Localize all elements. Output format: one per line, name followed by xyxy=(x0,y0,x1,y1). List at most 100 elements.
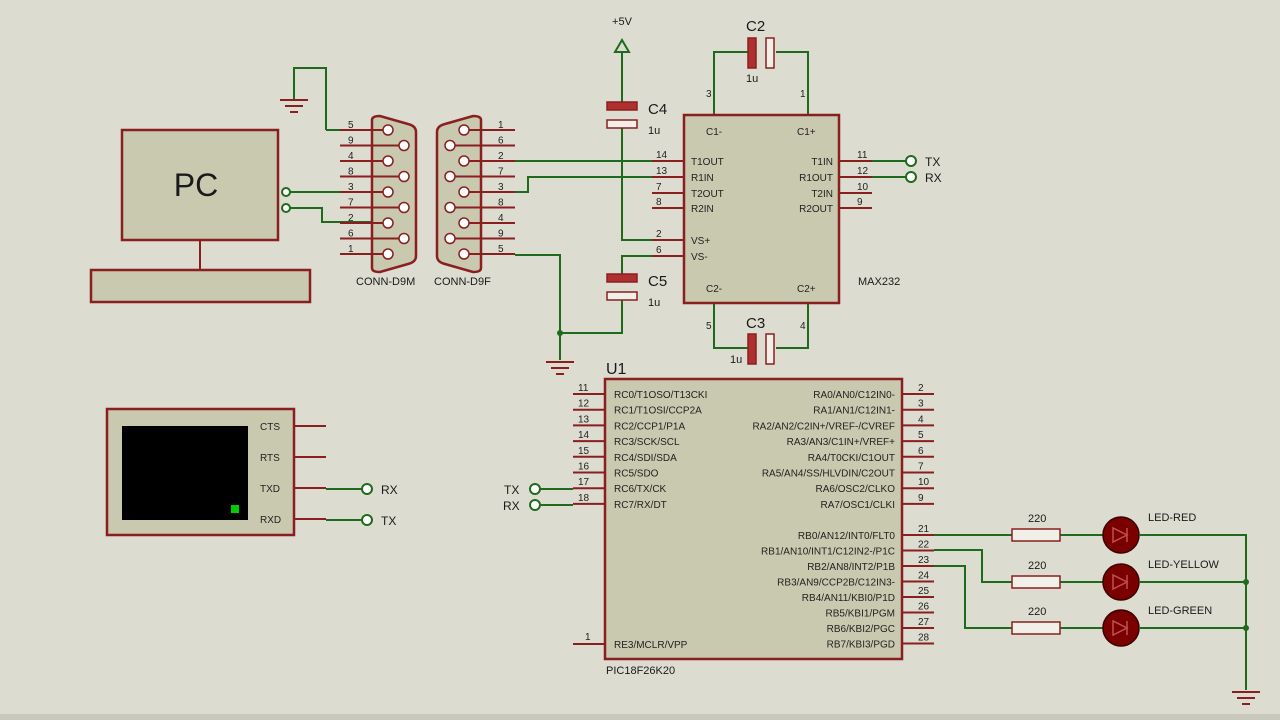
db9f-pin-number: 2 xyxy=(498,151,504,162)
mcu-left-pin-name: RC1/T1OSI/CCP2A xyxy=(614,406,702,417)
led-diode-mark xyxy=(1112,573,1129,591)
db9m-pin-hole xyxy=(398,170,410,183)
c5-value: 1u xyxy=(648,297,660,309)
mcu-left-pin-name: RC6/TX/CK xyxy=(614,484,667,495)
max232-serial-terminals: TX RX xyxy=(872,155,942,185)
mcu-portb-pin-number: 22 xyxy=(918,540,930,551)
terminal-tx-node[interactable] xyxy=(361,514,373,526)
mcu-tx-terminal[interactable] xyxy=(529,483,541,495)
mcu-porta-pin-number: 10 xyxy=(918,477,930,488)
max-c2minus: C2- xyxy=(706,284,722,295)
mcu-portb-pin-name: RB2/AN8/INT2/P1B xyxy=(807,562,895,573)
db9f-pin-number: 8 xyxy=(498,198,504,209)
resistor-value: 220 xyxy=(1028,560,1046,572)
db9f-pin-hole xyxy=(458,124,470,136)
db9f-pin-number: 3 xyxy=(498,182,504,193)
db9f-pin-number: 4 xyxy=(498,213,504,224)
pc-port-2[interactable] xyxy=(281,203,291,213)
capacitor-c4[interactable]: C4 1u xyxy=(606,101,667,137)
capacitor-c5[interactable]: C5 1u xyxy=(606,273,667,309)
mcu-rx-label: RX xyxy=(503,499,520,513)
max-left-pin-number: 6 xyxy=(656,245,662,256)
db9m-pin-number: 9 xyxy=(348,136,354,147)
led-indicator[interactable] xyxy=(1102,563,1140,601)
mcu-porta-pin-number: 2 xyxy=(918,383,924,394)
resistor[interactable] xyxy=(1011,575,1061,589)
mcu-porta-pin-number: 5 xyxy=(918,430,924,441)
pic-mcu[interactable]: U1 11RC0/T1OSO/T13CKI12RC1/T1OSI/CCP2A13… xyxy=(573,361,934,677)
max-c1minus: C1- xyxy=(706,127,722,138)
mcu-porta-pin-name: RA1/AN1/C12IN1- xyxy=(813,406,895,417)
c3-value: 1u xyxy=(730,354,742,366)
max-pin-4: 4 xyxy=(800,321,806,332)
mcu-porta-pin-name: RA4/T0CKI/C1OUT xyxy=(808,453,895,464)
led-indicator[interactable] xyxy=(1102,516,1140,554)
db9f-pin-hole xyxy=(444,201,456,214)
canvas-bottom-edge xyxy=(0,714,1280,720)
max232-chip[interactable]: 3 1 5 4 C1- C1+ C2- C2+ 14T1OUT13R1IN7T2… xyxy=(652,89,900,332)
mcu-body xyxy=(603,377,904,661)
pc-label: PC xyxy=(174,167,218,203)
db9m-pin-number: 7 xyxy=(348,198,354,209)
db9f-pin-hole xyxy=(458,217,470,229)
c5-ref: C5 xyxy=(648,273,667,290)
terminal-indicator xyxy=(231,505,239,513)
c2-value: 1u xyxy=(746,73,758,85)
mcu-porta-pin-name: RA7/OSC1/CLKI xyxy=(821,500,895,511)
mcu-portb-pin-number: 24 xyxy=(918,571,930,582)
pc-port-1[interactable] xyxy=(281,187,291,197)
max-left-pin-name: R2IN xyxy=(691,204,714,215)
max-tx-terminal[interactable] xyxy=(905,155,917,167)
max-rx-terminal[interactable] xyxy=(905,171,917,183)
mcu-portb-pin-number: 28 xyxy=(918,633,930,644)
resistor[interactable] xyxy=(1011,621,1061,635)
max-pin-3: 3 xyxy=(706,89,712,100)
capacitor-c2[interactable]: C2 1u xyxy=(713,18,809,115)
mcu-porta-pin-name: RA6/OSC2/CLKO xyxy=(816,484,896,495)
max-tx-label: TX xyxy=(925,155,940,169)
db9m-pin-hole xyxy=(398,201,410,214)
terminal-rx-label: RX xyxy=(381,483,398,497)
max-left-pin-number: 14 xyxy=(656,150,668,161)
resistor[interactable] xyxy=(1011,528,1061,542)
max-left-pin-name: VS+ xyxy=(691,236,710,247)
max-right-pin-name: R2OUT xyxy=(799,204,833,215)
max-left-pin-number: 2 xyxy=(656,229,662,240)
db9f-wires xyxy=(515,160,660,360)
pc-symbol[interactable]: PC xyxy=(89,128,312,304)
mcu-rx-terminal[interactable] xyxy=(529,499,541,511)
mcu-portb-pin-name: RB5/KBI1/PGM xyxy=(826,609,895,620)
max-right-pin-name: T1IN xyxy=(811,157,833,168)
max-left-pin-name: R1IN xyxy=(691,173,714,184)
mcu-left-pin-name: RC4/SDI/SDA xyxy=(614,453,677,464)
max-rx-label: RX xyxy=(925,171,942,185)
max232-part-label: MAX232 xyxy=(858,276,900,288)
mcu-part-label: PIC18F26K20 xyxy=(606,665,675,677)
max-right-pin-number: 10 xyxy=(857,182,869,193)
led-label: LED-YELLOW xyxy=(1148,559,1220,571)
led-wires xyxy=(934,534,1249,690)
mcu-porta-pin-name: RA5/AN4/SS/HLVDIN/C2OUT xyxy=(762,469,895,480)
mcu-left-pin-number: 12 xyxy=(578,399,590,410)
terminal-rx-node[interactable] xyxy=(361,483,373,495)
db9m-pin-hole xyxy=(382,186,394,198)
mcu-left-pins: 11RC0/T1OSO/T13CKI12RC1/T1OSI/CCP2A13RC2… xyxy=(573,383,707,511)
terminal-pin-name: TXD xyxy=(260,484,280,495)
db9f-pin-hole xyxy=(458,248,470,260)
mcu-mclr-name: RE3/MCLR/VPP xyxy=(614,640,688,651)
db9f-pin-hole xyxy=(458,186,470,198)
capacitor-c3[interactable]: C3 1u xyxy=(713,303,809,366)
mcu-right-pins-porta: 2RA0/AN0/C12IN0-3RA1/AN1/C12IN1-4RA2/AN2… xyxy=(752,383,934,511)
max-right-pin-number: 12 xyxy=(857,166,869,177)
terminal-tx-label: TX xyxy=(381,514,396,528)
led-indicator[interactable] xyxy=(1102,609,1140,647)
max-right-pin-name: R1OUT xyxy=(799,173,833,184)
max-right-pin-name: T2IN xyxy=(811,189,833,200)
